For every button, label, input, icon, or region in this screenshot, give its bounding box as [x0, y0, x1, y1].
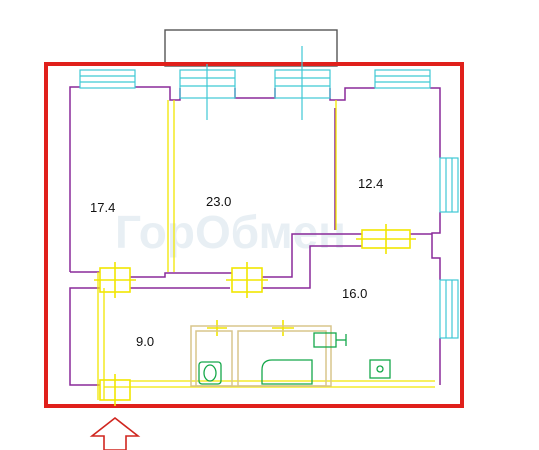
watermark-text: ГорОбмен: [115, 206, 346, 258]
bathtub-icon: [261, 359, 313, 385]
window-6: [439, 279, 459, 339]
room-4-area: 16.0: [342, 286, 367, 301]
walls: [69, 86, 441, 386]
window-5: [439, 157, 459, 213]
balcony: [164, 29, 338, 67]
sink-icon: [313, 332, 347, 348]
bathroom-walls: [190, 325, 332, 387]
room-1-area: 17.4: [90, 200, 115, 215]
window-1: [79, 69, 136, 89]
doors: [94, 224, 416, 406]
thin-partitions: [97, 100, 435, 400]
toilet-icon: [198, 361, 222, 385]
up-arrow-icon: [89, 416, 141, 450]
room-2-area: 23.0: [206, 194, 231, 209]
room-3-area: 12.4: [358, 176, 383, 191]
stove-icon: [369, 359, 391, 379]
room-5-area: 9.0: [136, 334, 154, 349]
apartment-boundary: [44, 62, 464, 408]
windows: [79, 46, 459, 339]
window-4: [374, 69, 431, 89]
